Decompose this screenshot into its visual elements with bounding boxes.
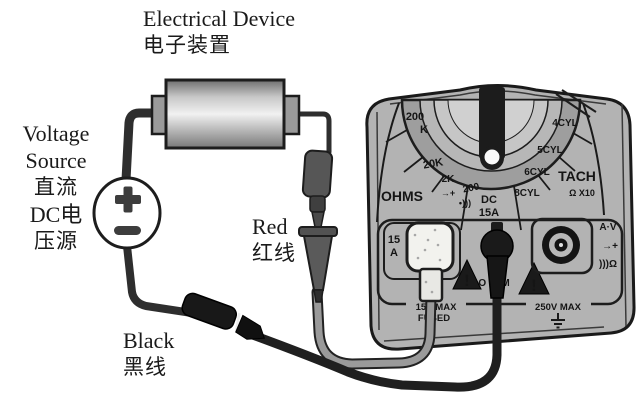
max-voltage-label: 250V MAX: [535, 302, 582, 313]
device-label-en: Electrical Device: [143, 6, 296, 31]
dial-label-dc: DC: [481, 194, 497, 206]
dial-boundary-left: [376, 102, 400, 223]
device-label-zh: 电子装置: [143, 33, 231, 57]
jack-label-diode: →+: [602, 241, 618, 252]
black-plug: [480, 222, 514, 299]
dial-label-4cyl: 4CYL: [552, 118, 578, 129]
device-label: Electrical Device 电子装置: [143, 5, 295, 59]
dial-boundary-right: [582, 102, 605, 216]
dial-division-lines: [385, 129, 593, 231]
dial-label-2k: 2K: [442, 174, 456, 185]
warning-icon-right: !: [518, 261, 550, 295]
voltage-jack: [530, 217, 594, 275]
wire-device-probe: [294, 111, 332, 155]
white-plug: [405, 221, 455, 303]
dial-label-dc-15a: 15A: [479, 207, 499, 219]
dial-label-200k-unit: K: [420, 124, 428, 136]
wire-source-device: [121, 108, 159, 185]
dial-label-tach: TACH: [558, 168, 596, 184]
amp-jack-label-15: 15: [388, 234, 400, 246]
dial-label-8cyl: 8CYL: [514, 188, 540, 199]
range-dial: 200 K 20K OHMS 2K →+ 200 •))) DC 15A 8CY…: [376, 87, 605, 231]
jack-panel: 15 A OHM ! !: [376, 217, 624, 329]
red-probe: [298, 149, 338, 303]
svg-text:!: !: [531, 276, 537, 295]
electrical-device: [150, 78, 301, 150]
voltage-source-label: Voltage Source 直流 DC电 压源: [22, 121, 90, 253]
black-lead-label-en: Black: [123, 328, 175, 353]
red-lead-label-zh: 红线: [252, 241, 296, 265]
red-lead-label-en: Red: [252, 214, 288, 239]
dial-label-6cyl: 6CYL: [524, 167, 550, 178]
black-lead-label: Black 黑线: [123, 327, 174, 381]
warning-icon-left: !: [452, 258, 482, 290]
plus-icon: [115, 186, 141, 213]
amp-jack-label-a: A: [390, 247, 398, 259]
black-lead-label-zh: 黑线: [123, 355, 167, 379]
dial-label-20k: 20K: [422, 156, 444, 171]
dial-label-5cyl: 5CYL: [537, 145, 563, 156]
red-lead-label: Red 红线: [252, 213, 296, 267]
diode-symbol: →+: [441, 188, 455, 198]
fused-label-line1: 15A MAX: [416, 302, 457, 313]
black-clip: [181, 292, 266, 340]
dial-label-ohms: OHMS: [381, 188, 423, 204]
dial-label-200k: 200: [406, 111, 424, 123]
dial-pointer: [479, 87, 505, 170]
dial-label-200: 200: [462, 181, 481, 195]
corner-stripes: [555, 89, 597, 118]
ground-icon: [551, 313, 565, 329]
black-lead-wire: [245, 290, 502, 392]
jack-label-ohm-v: )))Ω: [599, 259, 617, 270]
jack-label-av: A·V: [599, 222, 617, 233]
voltage-source: [92, 176, 162, 250]
red-lead-wire: [313, 288, 435, 368]
continuity-symbol: •))): [459, 198, 471, 208]
circuit-wires: [121, 108, 502, 392]
minus-icon: [114, 226, 141, 235]
svg-text:!: !: [464, 271, 470, 290]
case-seam-right: [621, 103, 627, 327]
dial-label-x10: Ω X10: [569, 188, 595, 198]
label-mask-250v: [526, 300, 591, 313]
wire-source-clip: [123, 242, 196, 317]
